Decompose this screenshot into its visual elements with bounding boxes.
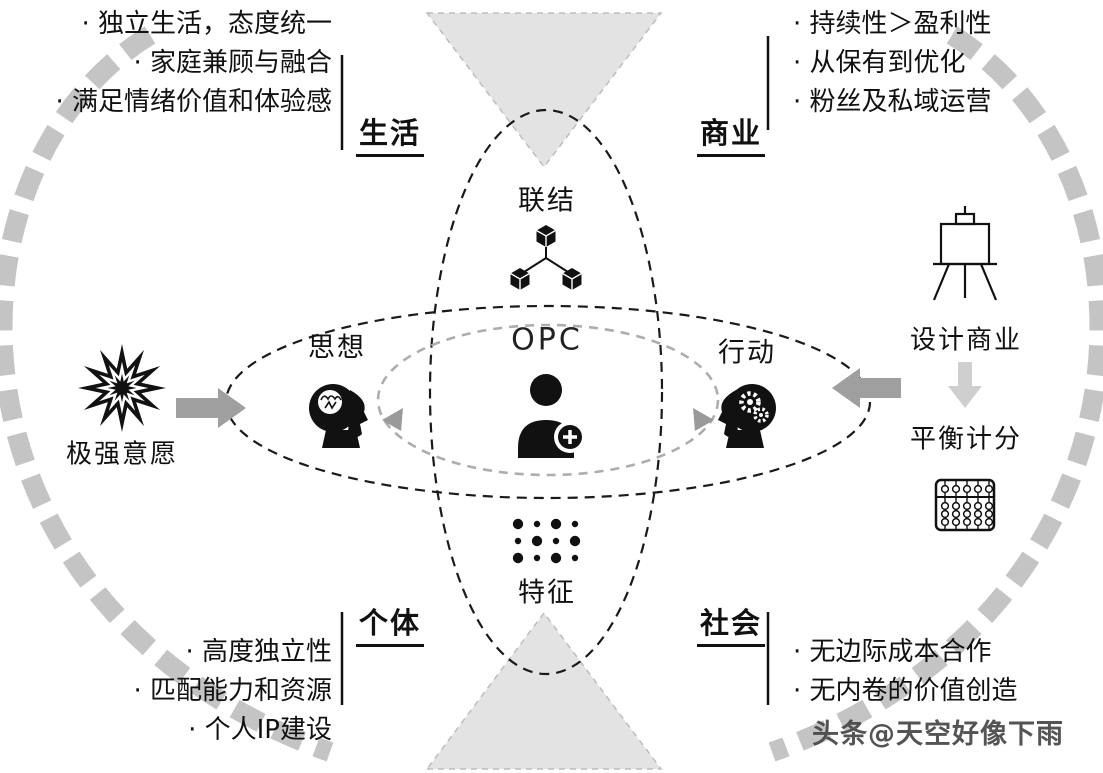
arrow-left-icon <box>832 368 901 408</box>
outer-arc-left <box>0 26 334 762</box>
bullet-item: · 家庭兼顾与融合 <box>133 48 332 78</box>
gear-head-icon <box>718 384 776 448</box>
bullet-item: · 高度独立性 <box>185 637 332 667</box>
left-annotation-label: 极强意愿 <box>65 439 179 470</box>
bottom-node-label: 特征 <box>518 577 576 609</box>
bullet-item: · 无内卷的价值创造 <box>793 676 1018 706</box>
bullet-item: · 从保有到优化 <box>793 48 966 78</box>
society-bullets: · 无边际成本合作 · 无内卷的价值创造 <box>793 633 1018 711</box>
bottom-triangle <box>425 611 663 770</box>
quadrant-label-individual: 个体 <box>356 600 425 647</box>
person-plus-icon <box>518 374 586 458</box>
quadrant-label-life: 生活 <box>356 110 425 157</box>
arrow-right-icon <box>176 388 246 428</box>
brain-head-icon <box>309 384 368 448</box>
individual-bullets: · 高度独立性 · 匹配能力和资源 · 个人IP建设 <box>133 633 332 750</box>
burst-icon <box>78 344 166 432</box>
right-node-label: 行动 <box>718 337 776 369</box>
bullet-item: · 个人IP建设 <box>188 715 332 745</box>
vertical-dashed-ellipse <box>428 108 664 676</box>
easel-icon <box>932 206 998 301</box>
flow-loop-dashed <box>376 323 720 477</box>
quadrant-bars <box>340 36 770 705</box>
business-bullets: · 持续性＞盈利性 · 从保有到优化 · 粉丝及私域运营 <box>793 5 992 122</box>
bullet-item: · 无边际成本合作 <box>793 637 992 667</box>
quadrant-label-business: 商业 <box>697 110 766 157</box>
bullet-item: · 独立生活，态度统一 <box>81 9 332 39</box>
top-node-label: 联结 <box>518 185 576 217</box>
arrow-down-icon <box>948 362 982 408</box>
bullet-item: · 持续性＞盈利性 <box>793 9 992 39</box>
outer-arc-right <box>768 26 1103 762</box>
life-bullets: · 独立生活，态度统一 · 家庭兼顾与融合 · 满足情绪价值和体验感 <box>55 5 332 122</box>
right-annotation-design-label: 设计商业 <box>909 325 1023 356</box>
flow-arrowhead-left <box>382 408 403 431</box>
bullet-item: · 满足情绪价值和体验感 <box>55 87 332 117</box>
cube-network-icon <box>510 225 582 290</box>
bullet-item: · 粉丝及私域运营 <box>793 87 992 117</box>
watermark: 头条@天空好像下雨 <box>812 719 1064 750</box>
dots-matrix-icon <box>512 518 581 564</box>
bullet-item: · 匹配能力和资源 <box>133 676 332 706</box>
quadrant-label-society: 社会 <box>697 600 766 647</box>
flow-arrowhead-right <box>693 408 714 431</box>
right-annotation-balance-label: 平衡计分 <box>909 424 1023 455</box>
top-triangle <box>425 12 663 169</box>
left-node-label: 思想 <box>308 332 366 364</box>
abacus-icon <box>934 478 996 532</box>
center-node-label: OPC <box>511 322 583 358</box>
